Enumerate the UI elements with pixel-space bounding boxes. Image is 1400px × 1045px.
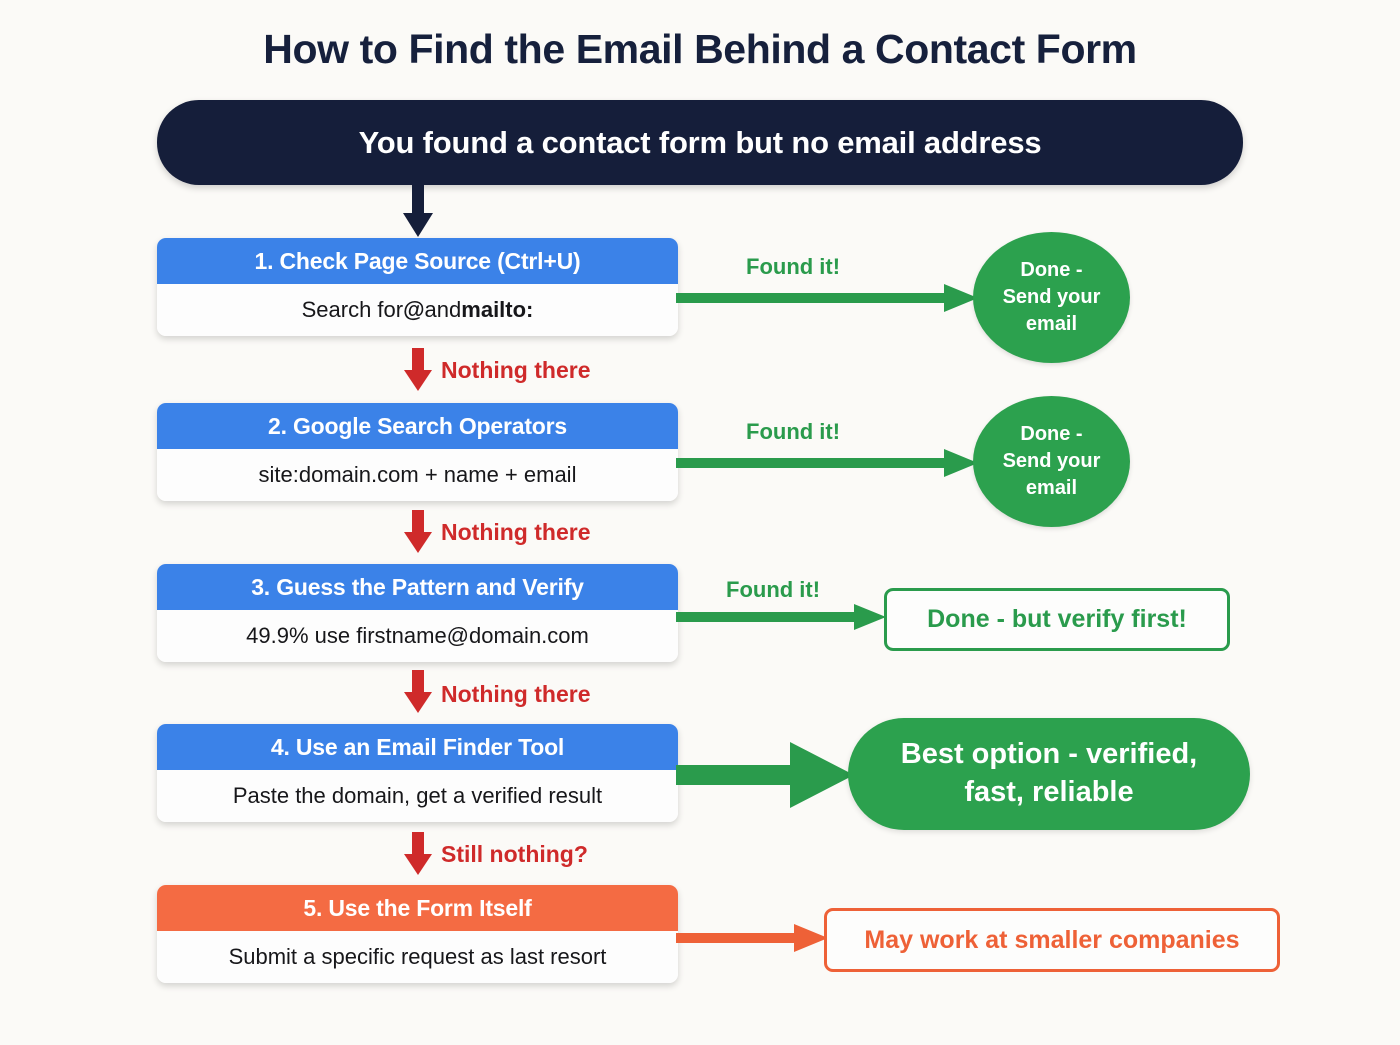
step-2-header: 2. Google Search Operators <box>157 403 678 449</box>
step-4-header: 4. Use an Email Finder Tool <box>157 724 678 770</box>
step-1-body-prefix: Search for <box>301 297 404 322</box>
step-card-5[interactable]: 5. Use the Form Itself Submit a specific… <box>157 885 678 983</box>
outcome-pill-best-option: Best option - verified, fast, reliable <box>848 718 1250 830</box>
branch-label-found-it-1: Found it! <box>746 254 841 279</box>
down-arrow-icon <box>404 348 432 391</box>
branch-label-found-it-3: Found it! <box>726 577 821 602</box>
step-2-body: site:domain.com + name + email <box>157 449 678 501</box>
step-1-body: Search for @ and mailto: <box>157 284 678 336</box>
step-card-2[interactable]: 2. Google Search Operators site:domain.c… <box>157 403 678 501</box>
outcome-circle-done-1: Done - Send your email <box>973 232 1130 363</box>
down-arrow-icon <box>404 832 432 875</box>
step-3-body: 49.9% use firstname@domain.com <box>157 610 678 662</box>
fail-label-2: Nothing there <box>441 519 591 545</box>
intro-banner: You found a contact form but no email ad… <box>157 100 1243 185</box>
step-card-3[interactable]: 3. Guess the Pattern and Verify 49.9% us… <box>157 564 678 662</box>
outcome-circle-1-line1: Done - <box>1020 259 1083 281</box>
right-arrow-icon <box>676 284 978 312</box>
step-card-1[interactable]: 1. Check Page Source (Ctrl+U) Search for… <box>157 238 678 336</box>
right-arrow-icon <box>676 742 854 808</box>
outcome-box-smaller-text: May work at smaller companies <box>864 925 1240 954</box>
step-3-header: 3. Guess the Pattern and Verify <box>157 564 678 610</box>
outcome-circle-done-2: Done - Send your email <box>973 396 1130 527</box>
step-1-body-code-at: @ <box>403 297 425 322</box>
outcome-circle-2-line1: Done - <box>1020 423 1083 445</box>
outcome-pill-line2: fast, reliable <box>964 776 1134 808</box>
fail-label-4: Still nothing? <box>441 841 588 867</box>
branch-label-found-it-2: Found it! <box>746 419 841 444</box>
page-title: How to Find the Email Behind a Contact F… <box>263 26 1137 72</box>
outcome-circle-2-text: Done - Send your email <box>1003 421 1101 502</box>
step-1-body-code-mailto: mailto: <box>461 297 534 322</box>
outcome-circle-2-line2: Send your <box>1002 450 1101 472</box>
down-arrow-icon <box>404 670 432 713</box>
right-arrow-icon <box>676 604 886 630</box>
outcome-circle-1-text: Done - Send your email <box>1003 257 1101 338</box>
outcome-circle-1-line2: Send your <box>1002 286 1101 308</box>
step-5-body: Submit a specific request as last resort <box>157 931 678 983</box>
step-5-header: 5. Use the Form Itself <box>157 885 678 931</box>
fail-label-1: Nothing there <box>441 357 591 383</box>
outcome-box-smaller-companies: May work at smaller companies <box>824 908 1280 972</box>
outcome-box-verify-first: Done - but verify first! <box>884 588 1230 651</box>
outcome-circle-2-line3: email <box>1025 477 1078 499</box>
outcome-pill-text: Best option - verified, fast, reliable <box>901 736 1197 811</box>
outcome-box-verify-text: Done - but verify first! <box>927 605 1187 633</box>
outcome-circle-1-line3: email <box>1025 313 1078 335</box>
outcome-pill-line1: Best option - verified, <box>900 738 1198 771</box>
fail-label-3: Nothing there <box>441 681 591 707</box>
right-arrow-icon <box>676 924 828 952</box>
down-arrow-icon <box>404 510 432 553</box>
step-1-body-middle: and <box>424 297 462 322</box>
step-4-body: Paste the domain, get a verified result <box>157 770 678 822</box>
step-1-header: 1. Check Page Source (Ctrl+U) <box>157 238 678 284</box>
step-card-4[interactable]: 4. Use an Email Finder Tool Paste the do… <box>157 724 678 822</box>
intro-banner-text: You found a contact form but no email ad… <box>358 124 1042 160</box>
down-arrow-icon <box>403 183 433 237</box>
right-arrow-icon <box>676 449 978 477</box>
